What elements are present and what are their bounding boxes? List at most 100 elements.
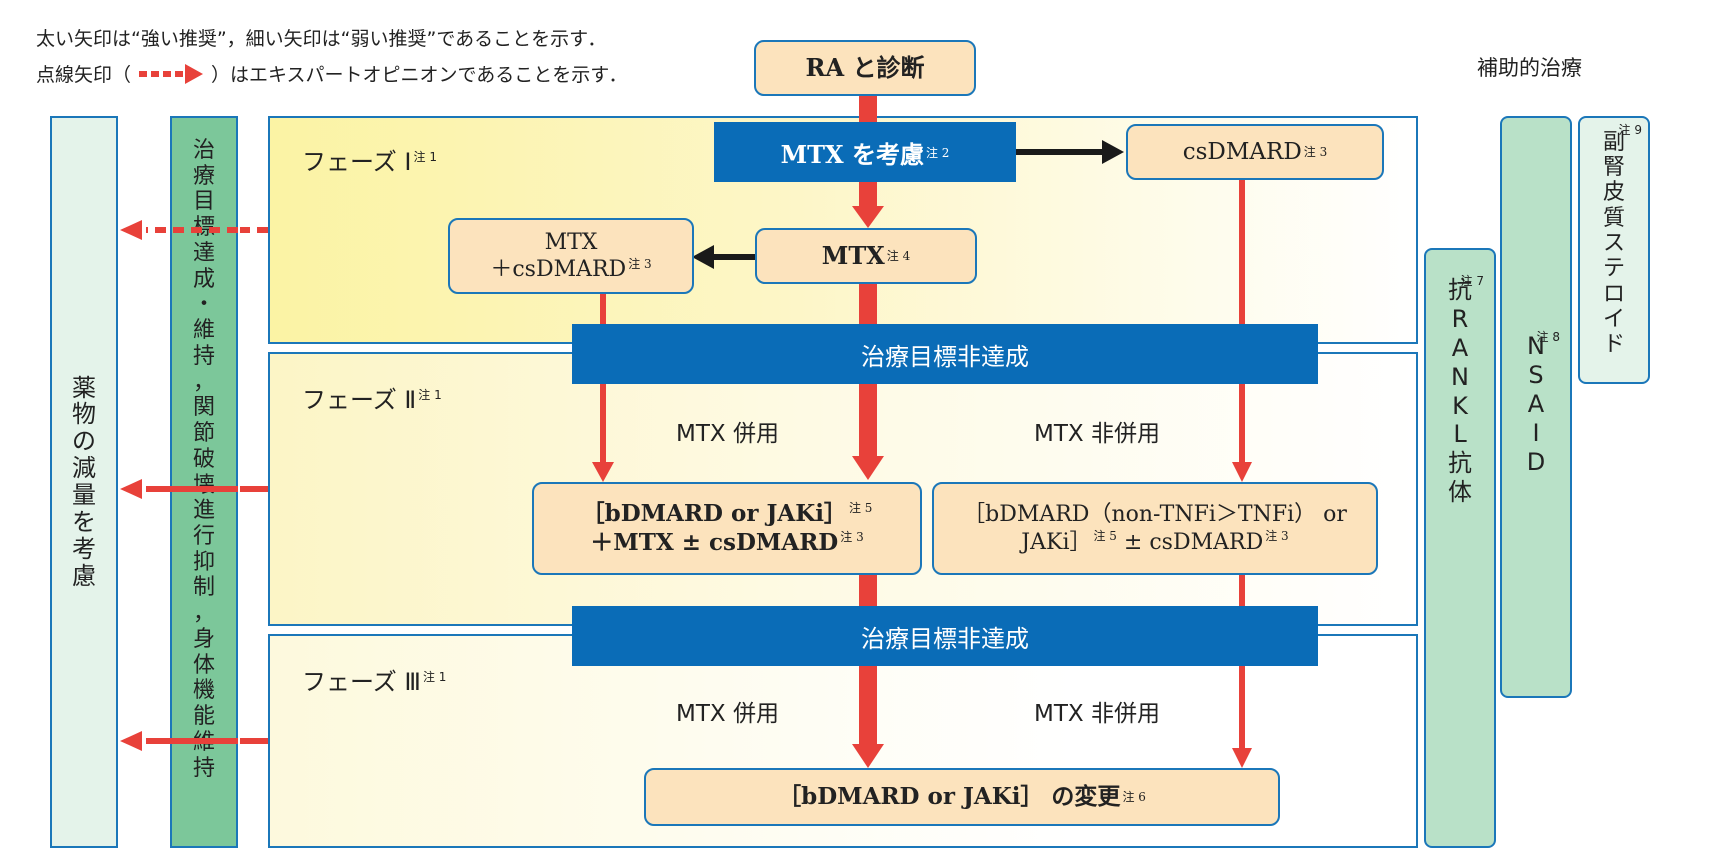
legend-line-2-pre: 点線矢印（: [36, 64, 132, 86]
anti-rankl-char: 抗: [1448, 276, 1472, 305]
p3-with-mtx-label: MTX 併用: [676, 701, 779, 727]
goal-char: 維: [192, 318, 215, 344]
goal-char: 持: [192, 343, 215, 369]
p2-without-mtx-line2b: ± csDMARD: [1116, 529, 1264, 555]
p3-without-mtx-label: MTX 非併用: [1034, 701, 1160, 727]
goal-char: 達: [192, 240, 215, 266]
dose-reduction-char: の: [72, 427, 96, 456]
goal-char: 制: [192, 575, 215, 601]
nsaid-note: 注 8: [1536, 330, 1560, 344]
mtx-plus-csdmard-line1: MTX: [544, 229, 598, 255]
arrow-reduction-p1-head: [120, 220, 142, 240]
goal-char: 持: [192, 755, 215, 781]
goal-char: ・: [192, 292, 215, 318]
steroid-note: 注 9: [1618, 123, 1642, 137]
steroid-char: 皮: [1602, 180, 1625, 206]
arrow-reduction-p2-head: [120, 479, 142, 499]
anti-rankl-char: 抗: [1448, 449, 1472, 478]
dose-reduction-char: 減: [72, 454, 96, 483]
mtx-consider-node: MTX を考慮注 2: [714, 122, 1016, 182]
arrow-mtx-consider-to-csdmard-head: [1102, 140, 1124, 164]
nsaid-char: N: [1527, 332, 1545, 361]
arrow-p3-with-mtx-head: [852, 744, 884, 768]
anti-rankl-char: A: [1451, 333, 1469, 362]
goal-char: 体: [192, 652, 215, 678]
mtx-text: MTX: [821, 241, 885, 270]
p2-without-mtx-note3: 注 3: [1265, 529, 1289, 544]
nonresponse-bar-1-text: 治療目標非達成: [861, 342, 1029, 371]
arrow-p2-with-mtx-thin-head: [592, 462, 614, 482]
mtx-plus-csdmard-note: 注 3: [628, 256, 652, 271]
dose-reduction-char: を: [72, 507, 96, 536]
phase-1-label-text: フェーズ Ⅰ: [302, 148, 412, 176]
nsaid-char: S: [1528, 361, 1544, 390]
goal-char: 機: [192, 678, 215, 704]
p3-change-text: ［bDMARD or JAKi］ の変更: [778, 782, 1121, 810]
nonresponse-bar-2-text: 治療目標非達成: [861, 624, 1029, 653]
p2-with-mtx-note5: 注 5: [848, 501, 873, 516]
steroid-char: イ: [1602, 306, 1625, 332]
p3-change-node: ［bDMARD or JAKi］ の変更注 6: [644, 768, 1280, 826]
nonresponse-bar-2: 治療目標非達成: [572, 606, 1318, 666]
anti-rankl-column: 注 7 抗 R A N K L 抗 体: [1424, 248, 1496, 848]
steroid-char: ス: [1602, 230, 1625, 256]
p3-change-note: 注 6: [1122, 789, 1146, 804]
nsaid-char: I: [1532, 418, 1540, 447]
goal-char: 身: [192, 626, 215, 652]
legend-line-2-post: ）はエキスパートオピニオンであることを示す．: [211, 64, 628, 86]
arrow-p3-without-mtx-head: [1232, 748, 1252, 768]
nsaid-char: D: [1526, 447, 1546, 476]
anti-rankl-char: L: [1453, 420, 1467, 449]
supplementary-therapy-title: 補助的治療: [1477, 56, 1582, 80]
steroid-char: ド: [1602, 332, 1625, 358]
goal-char: ，: [192, 601, 215, 627]
mtx-consider-text: MTX を考慮: [780, 139, 924, 169]
steroid-char: テ: [1602, 256, 1625, 282]
phase-2-note: 注 1: [418, 388, 442, 402]
legend-line-2: 点線矢印（ ）はエキスパートオピニオンであることを示す．: [36, 60, 628, 87]
dose-reduction-char: 量: [72, 481, 96, 509]
phase-3-note: 注 1: [422, 670, 447, 684]
csdmard-text: csDMARD: [1182, 138, 1302, 165]
steroid-char: 質: [1602, 205, 1625, 231]
p2-with-mtx-note3: 注 3: [840, 529, 864, 544]
steroid-column: 注 9 副 腎 皮 質 ス テ ロ イ ド: [1578, 116, 1650, 384]
p2-with-mtx-label: MTX 併用: [676, 421, 779, 447]
goal-char: 能: [192, 704, 215, 730]
p2-with-mtx-line2-text: ＋MTX ± csDMARD: [590, 528, 839, 556]
goal-char: 節: [192, 421, 215, 447]
phase-1-note: 注 1: [413, 150, 437, 164]
steroid-char: 腎: [1602, 155, 1625, 181]
mtx-plus-csdmard-line2-text: ＋csDMARD: [490, 257, 627, 282]
p2-with-mtx-line1: ［bDMARD or JAKi］注 5: [582, 500, 873, 529]
steroid-char: ロ: [1602, 281, 1625, 307]
goal-char: 破: [192, 446, 215, 472]
treatment-goal-column: 治 療 目 標 達 成 ・ 維 持 ， 関 節 破 壊 進 行 抑 制 ， 身 …: [170, 116, 238, 848]
dose-reduction-char: 考: [72, 534, 96, 563]
p2-without-mtx-node: ［bDMARD（non-TNFi＞TNFi） or JAKi］注 5 ± csD…: [932, 482, 1378, 575]
steroid-char: 副: [1602, 129, 1625, 155]
dashed-arrow-legend-icon: [139, 63, 204, 84]
legend-line-1: 太い矢印は“強い推奨”，細い矢印は“弱い推奨”であることを示す．: [36, 24, 606, 51]
anti-rankl-note: 注 7: [1460, 274, 1484, 288]
dose-reduction-column: 薬 物 の 減 量 を 考 慮: [50, 116, 118, 848]
legend-line-1-text: 太い矢印は“強い推奨”，細い矢印は“弱い推奨”であることを示す．: [36, 28, 607, 50]
arrow-csdmard-down-head: [1232, 462, 1252, 482]
goal-char: 関: [192, 395, 215, 421]
arrow-mtx-consider-to-mtx-head: [852, 206, 884, 228]
goal-char: 治: [192, 138, 215, 163]
ra-diagnosis-node: RA と診断: [754, 40, 976, 96]
goal-char: ，: [192, 369, 215, 395]
p2-without-mtx-line2a: JAKi］: [1021, 529, 1092, 555]
csdmard-note: 注 3: [1303, 144, 1328, 159]
